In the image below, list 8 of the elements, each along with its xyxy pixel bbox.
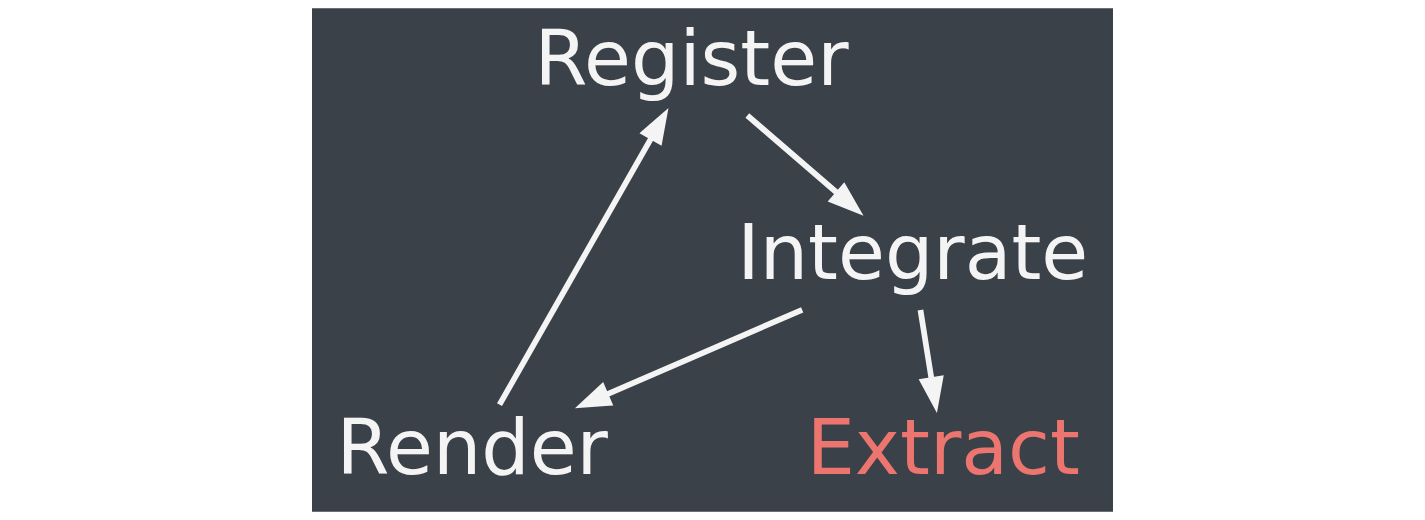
node-text: Integrate	[737, 208, 1089, 298]
node-text: Render	[336, 402, 608, 492]
node-text: Register	[534, 13, 849, 103]
node-text: Extract	[806, 402, 1080, 492]
arrow	[745, 113, 864, 216]
arrow	[917, 309, 944, 414]
arrow	[574, 307, 804, 409]
arrow	[497, 107, 669, 407]
